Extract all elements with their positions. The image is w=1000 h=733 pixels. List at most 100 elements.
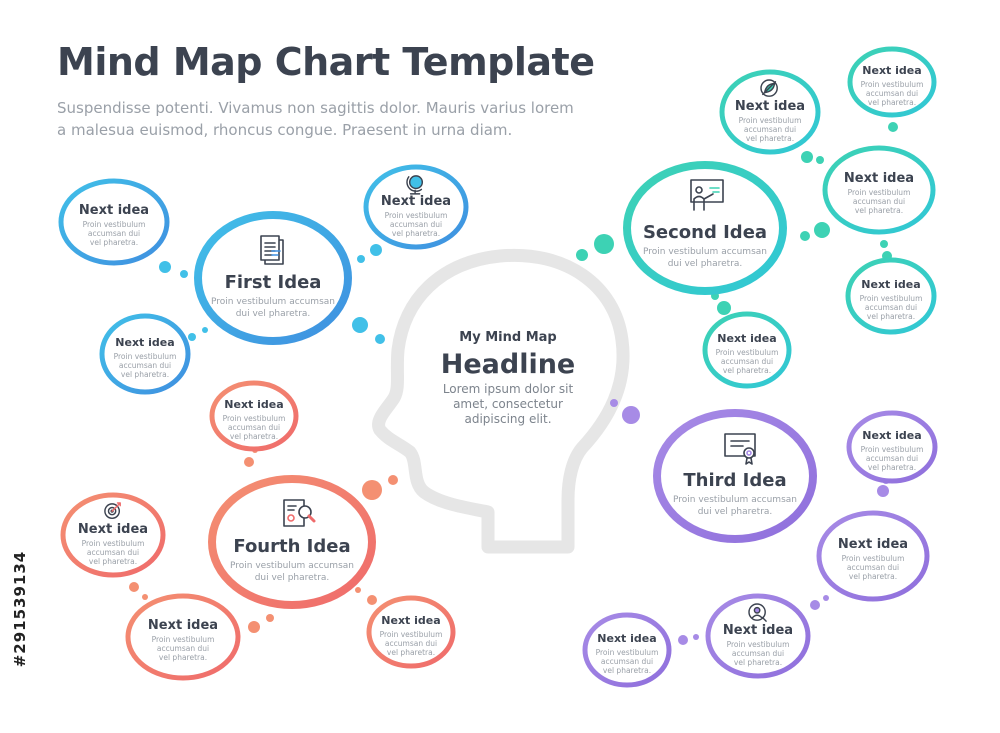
sub-idea-body: accumsan dui <box>847 563 899 572</box>
person-search-icon <box>748 603 767 622</box>
sub-idea-body: accumsan dui <box>119 361 171 370</box>
sub-idea-ring <box>822 145 936 235</box>
presentation-icon <box>690 179 724 211</box>
sub-idea-body: vel pharetra. <box>603 666 651 675</box>
connector-dot <box>355 587 361 593</box>
connector-dot <box>622 406 640 424</box>
connector-dot <box>244 457 254 467</box>
sub-idea-body: vel pharetra. <box>855 206 903 215</box>
main-idea-title: Third Idea <box>683 470 786 491</box>
sub-idea-label: Next idea <box>224 398 283 411</box>
sub-idea-body: accumsan dui <box>732 649 784 658</box>
sub-idea-body: vel pharetra. <box>159 653 207 662</box>
sub-idea-label: Next idea <box>381 194 451 209</box>
sub-idea-body: Proin vestibulum <box>842 554 905 563</box>
main-idea-body: dui vel pharetra. <box>236 309 311 319</box>
connector-dot <box>823 595 829 601</box>
connector-dot <box>129 582 139 592</box>
connector-dot <box>814 222 830 238</box>
sub-idea-body: accumsan dui <box>228 423 280 432</box>
sub-idea-body: vel pharetra. <box>90 238 138 247</box>
center-node: My Mind Map Headline Lorem ipsum dolor s… <box>441 330 576 426</box>
connector-dot <box>367 595 377 605</box>
sub-idea-body: vel pharetra. <box>849 572 897 581</box>
connector-dot <box>188 333 196 341</box>
sub-idea-ring <box>846 410 938 484</box>
main-idea-body: Proin vestibulum accumsan <box>211 297 335 307</box>
connector-dot <box>888 122 898 132</box>
sub-idea-ring <box>705 593 811 679</box>
sub-idea-ring <box>58 178 170 266</box>
sub-idea-body: vel pharetra. <box>867 312 915 321</box>
main-idea-body: Proin vestibulum accumsan <box>230 561 354 571</box>
sub-idea-body: Proin vestibulum <box>861 445 924 454</box>
center-kicker: My Mind Map <box>459 330 556 345</box>
sub-idea-label: Next idea <box>115 336 174 349</box>
sub-idea-body: Proin vestibulum <box>739 116 802 125</box>
sub-idea-body: accumsan dui <box>601 657 653 666</box>
sub-idea-body: Proin vestibulum <box>385 211 448 220</box>
stock-id-text: #291539134 <box>11 550 29 668</box>
sub-idea-body: accumsan dui <box>866 454 918 463</box>
sub-idea-body: vel pharetra. <box>723 366 771 375</box>
sub-idea-label: Next idea <box>597 632 656 645</box>
page-title: Mind Map Chart Template <box>57 40 595 84</box>
sub-idea-ring <box>366 595 456 669</box>
sub-idea-body: Proin vestibulum <box>716 348 779 357</box>
main-idea-ring <box>208 475 376 609</box>
connector-dot <box>362 480 382 500</box>
sub-idea-label: Next idea <box>844 171 914 186</box>
connector-dot <box>810 600 820 610</box>
sub-idea-body: Proin vestibulum <box>861 80 924 89</box>
sub-idea-label: Next idea <box>79 203 149 218</box>
sub-idea-body: Proin vestibulum <box>727 640 790 649</box>
sub-idea-body: accumsan dui <box>157 644 209 653</box>
connector-dot <box>142 594 148 600</box>
sub-idea-body: accumsan dui <box>744 125 796 134</box>
center-body-2: amet, consectetur <box>453 397 563 411</box>
connector-dot <box>576 249 588 261</box>
connector-dot <box>248 621 260 633</box>
main-idea-title: First Idea <box>225 272 322 293</box>
connector-dot <box>717 301 731 315</box>
stock-id: #291539134 <box>8 500 29 720</box>
sub-idea-label: Next idea <box>862 64 921 77</box>
sub-idea-body: vel pharetra. <box>230 432 278 441</box>
sub-idea-ring <box>209 380 299 452</box>
sub-idea-ring <box>60 492 166 578</box>
connector-dot <box>202 327 208 333</box>
sub-idea-ring <box>816 510 930 602</box>
sub-idea-body: Proin vestibulum <box>223 414 286 423</box>
sub-idea-body: Proin vestibulum <box>596 648 659 657</box>
head-silhouette <box>372 248 630 554</box>
sub-idea-body: accumsan dui <box>865 303 917 312</box>
sub-idea-body: Proin vestibulum <box>82 539 145 548</box>
main-idea-body: dui vel pharetra. <box>255 573 330 583</box>
connector-dot <box>816 156 824 164</box>
connector-dot <box>159 261 171 273</box>
connector-dot <box>800 231 810 241</box>
sub-idea-ring <box>702 311 792 389</box>
sub-idea-body: vel pharetra. <box>121 370 169 379</box>
sub-idea-body: vel pharetra. <box>868 98 916 107</box>
sub-idea-body: Proin vestibulum <box>83 220 146 229</box>
main-idea-body: dui vel pharetra. <box>668 259 743 269</box>
sub-idea-ring <box>719 69 821 155</box>
connector-dot <box>594 234 614 254</box>
connector-dot <box>877 485 889 497</box>
sub-idea-body: vel pharetra. <box>734 658 782 667</box>
sub-idea-body: accumsan dui <box>87 548 139 557</box>
magnifier-report-icon <box>283 499 316 527</box>
